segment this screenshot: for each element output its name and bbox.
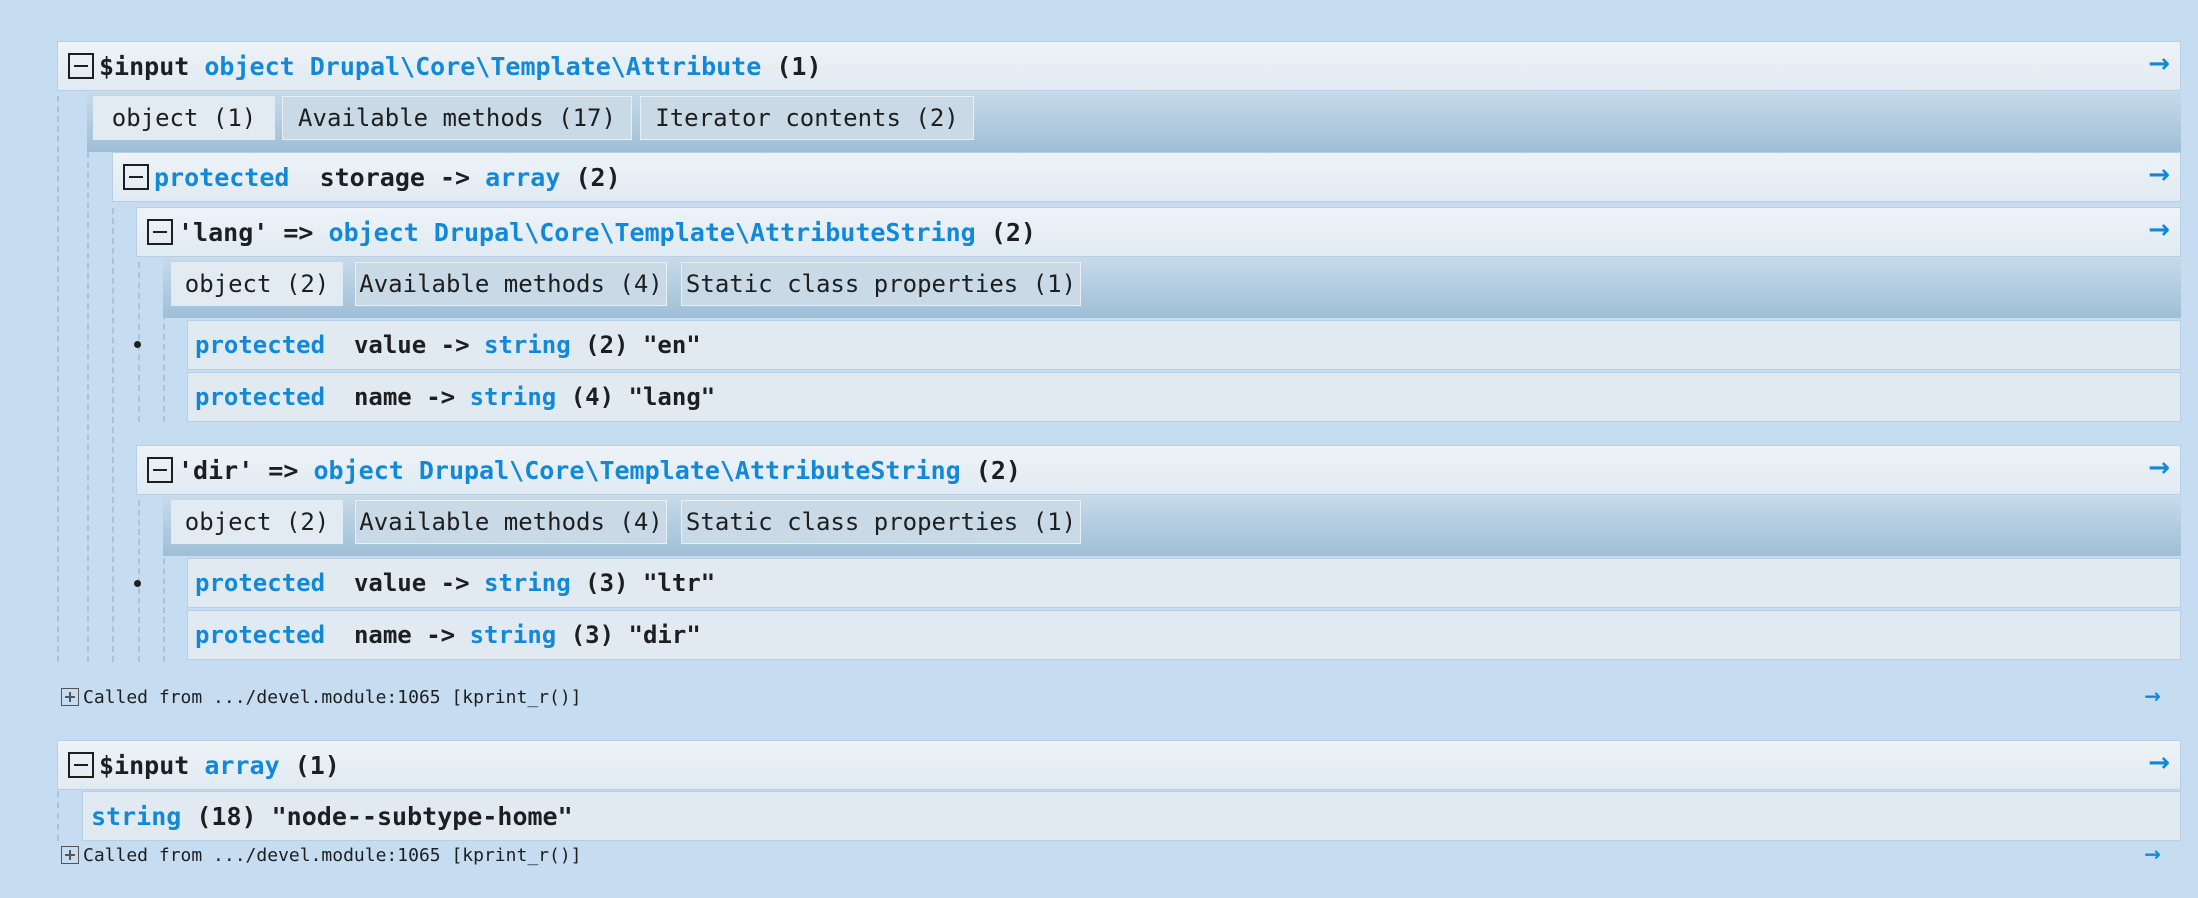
collapse-toggle-icon[interactable]	[147, 457, 173, 483]
tab-static-class-properties[interactable]: Static class properties (1)	[681, 262, 1081, 306]
tab-object[interactable]: object (1)	[93, 96, 275, 140]
expand-plus-icon[interactable]	[61, 846, 79, 864]
variable-count: (1)	[294, 750, 340, 780]
dump-header[interactable]: $input array (1) →	[57, 740, 2181, 790]
property-name: name ->	[353, 621, 456, 649]
property-value: (2) "en"	[585, 331, 701, 359]
property-name: name ->	[353, 383, 456, 411]
property-value: (4) "lang"	[570, 383, 716, 411]
tab-iterator-contents[interactable]: Iterator contents (2)	[640, 96, 974, 140]
dir-row[interactable]: 'dir' => object Drupal\Core\Template\Att…	[136, 445, 2181, 495]
value-content: (18) "node--subtype-home"	[196, 801, 573, 831]
tree-guide	[87, 152, 89, 662]
tab-object[interactable]: object (2)	[171, 262, 343, 306]
value-type: object Drupal\Core\Template\AttributeStr…	[328, 217, 976, 247]
tab-available-methods[interactable]: Available methods (17)	[282, 96, 632, 140]
property-value: (3) "ltr"	[585, 569, 716, 597]
expand-arrow-icon[interactable]: →	[2144, 842, 2161, 866]
expand-arrow-icon[interactable]: →	[2148, 160, 2170, 190]
list-bullet	[134, 580, 141, 587]
property-row: protected name -> string (4) "lang"	[187, 372, 2181, 422]
property-count: (2)	[575, 162, 621, 192]
variable-name: $input	[99, 750, 190, 780]
tree-guide	[57, 96, 59, 662]
value-type: string	[91, 801, 182, 831]
variable-type: object Drupal\Core\Template\Attribute	[204, 51, 762, 81]
value-count: (2)	[990, 217, 1036, 247]
tab-strip: object (2) Available methods (4) Static …	[163, 496, 2181, 556]
tab-object[interactable]: object (2)	[171, 500, 343, 544]
property-row: protected name -> string (3) "dir"	[187, 610, 2181, 660]
called-from[interactable]: Called from .../devel.module:1065 [kprin…	[61, 684, 2181, 710]
property-type: string	[484, 331, 571, 359]
tree-guide	[163, 500, 165, 662]
visibility: protected	[195, 331, 326, 359]
expand-arrow-icon[interactable]: →	[2148, 49, 2170, 79]
property-type: string	[484, 569, 571, 597]
property-type: string	[469, 621, 557, 649]
value-count: (2)	[975, 455, 1021, 485]
variable-count: (1)	[776, 51, 822, 81]
property-row: protected value -> string (2) "en"	[187, 320, 2181, 370]
collapse-toggle-icon[interactable]	[147, 219, 173, 245]
visibility: protected	[195, 569, 326, 597]
expand-arrow-icon[interactable]: →	[2148, 215, 2170, 245]
lang-row[interactable]: 'lang' => object Drupal\Core\Template\At…	[136, 207, 2181, 257]
tab-strip: object (2) Available methods (4) Static …	[163, 258, 2181, 318]
value-type: object Drupal\Core\Template\AttributeStr…	[313, 455, 961, 485]
property-name: value ->	[353, 569, 470, 597]
tab-strip: object (1) Available methods (17) Iterat…	[87, 92, 2181, 152]
tree-guide	[163, 262, 165, 422]
expand-arrow-icon[interactable]: →	[2144, 684, 2161, 708]
visibility: protected	[154, 162, 290, 192]
property-value: (3) "dir"	[570, 621, 701, 649]
called-from[interactable]: Called from .../devel.module:1065 [kprin…	[61, 842, 2181, 868]
collapse-toggle-icon[interactable]	[68, 752, 94, 778]
property-name: storage ->	[319, 162, 471, 192]
visibility: protected	[195, 621, 326, 649]
tab-available-methods[interactable]: Available methods (4)	[355, 500, 667, 544]
expand-plus-icon[interactable]	[61, 688, 79, 706]
collapse-toggle-icon[interactable]	[123, 164, 149, 190]
variable-name: $input	[99, 51, 190, 81]
dump-header[interactable]: $input object Drupal\Core\Template\Attri…	[57, 41, 2181, 91]
variable-type: array	[204, 750, 280, 780]
property-type: string	[469, 383, 557, 411]
array-key: 'lang' =>	[178, 217, 314, 247]
array-key: 'dir' =>	[178, 455, 299, 485]
value-row: string (18) "node--subtype-home"	[82, 791, 2181, 841]
tab-available-methods[interactable]: Available methods (4)	[355, 262, 667, 306]
visibility: protected	[195, 383, 326, 411]
expand-arrow-icon[interactable]: →	[2148, 748, 2170, 778]
storage-row[interactable]: protected storage -> array (2) →	[112, 152, 2181, 202]
expand-arrow-icon[interactable]: →	[2148, 453, 2170, 483]
called-from-text: Called from .../devel.module:1065 [kprin…	[83, 844, 582, 866]
property-row: protected value -> string (3) "ltr"	[187, 558, 2181, 608]
tab-static-class-properties[interactable]: Static class properties (1)	[681, 500, 1081, 544]
collapse-toggle-icon[interactable]	[68, 53, 94, 79]
tree-guide	[112, 208, 114, 662]
property-name: value ->	[353, 331, 470, 359]
property-type: array	[485, 162, 561, 192]
list-bullet	[134, 341, 141, 348]
called-from-text: Called from .../devel.module:1065 [kprin…	[83, 686, 582, 708]
tree-guide	[57, 791, 59, 841]
